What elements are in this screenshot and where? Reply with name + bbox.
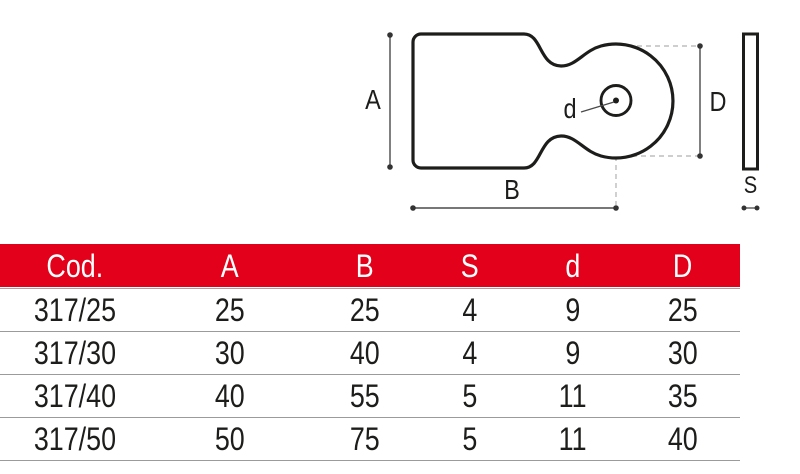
value-S: 5 <box>462 378 478 414</box>
value-D: 40 <box>667 421 698 457</box>
leader-line-d <box>580 101 615 113</box>
value-B: 25 <box>350 292 380 328</box>
cell-d: 11 <box>520 423 625 455</box>
dimension-B: B <box>410 175 619 211</box>
table-row: 317/40 40 55 5 11 35 <box>0 375 740 418</box>
code-value: 317/30 <box>33 335 117 371</box>
header-cell-cod: Cod. <box>0 250 150 282</box>
value-S: 4 <box>462 292 478 328</box>
header-cell-B: B <box>310 250 420 282</box>
dim-dot <box>410 205 416 211</box>
cell-B: 55 <box>310 380 420 412</box>
value-d: 9 <box>565 292 580 328</box>
header-label: B <box>356 247 374 284</box>
part-side-view: S <box>741 32 760 211</box>
code-value: 317/40 <box>33 378 117 414</box>
header-cell-A: A <box>150 250 310 282</box>
cell-B: 40 <box>310 337 420 369</box>
dim-dot <box>741 205 747 211</box>
dim-label-B: B <box>504 175 520 205</box>
header-cell-D: D <box>625 250 740 282</box>
cell-cod: 317/30 <box>0 337 150 369</box>
value-A: 40 <box>215 378 245 414</box>
part-front-view <box>411 32 675 170</box>
value-d: 11 <box>558 378 587 414</box>
cell-B: 75 <box>310 423 420 455</box>
dimension-d: d <box>563 94 615 124</box>
dim-label-S: S <box>744 171 757 198</box>
cell-B: 25 <box>310 294 420 326</box>
dim-dot <box>613 205 619 211</box>
dim-dot <box>387 164 393 170</box>
dim-dot <box>697 153 703 159</box>
cell-cod: 317/25 <box>0 294 150 326</box>
cell-A: 50 <box>150 423 310 455</box>
value-d: 9 <box>565 335 580 371</box>
cell-D: 40 <box>625 423 740 455</box>
cell-d: 11 <box>520 380 625 412</box>
dim-dot <box>697 43 703 49</box>
value-S: 4 <box>462 335 478 371</box>
cell-S: 5 <box>420 423 520 455</box>
header-label: d <box>565 247 580 284</box>
dim-label-D: D <box>710 87 727 117</box>
value-A: 50 <box>215 421 245 457</box>
header-label: D <box>672 247 693 284</box>
cell-S: 4 <box>420 337 520 369</box>
header-label: S <box>461 247 479 284</box>
dimension-A: A <box>365 32 393 170</box>
dim-label-A: A <box>365 85 381 115</box>
cell-d: 9 <box>520 337 625 369</box>
cell-cod: 317/40 <box>0 380 150 412</box>
header-label: Cod. <box>46 247 104 284</box>
cell-d: 9 <box>520 294 625 326</box>
dashed-projection-lines <box>615 45 701 205</box>
side-view-outline <box>742 32 759 171</box>
value-D: 35 <box>667 378 698 414</box>
technical-drawing: A B D d S <box>365 32 760 211</box>
value-D: 30 <box>667 335 698 371</box>
dim-dot <box>387 32 393 38</box>
part-outline <box>411 32 675 170</box>
cell-A: 25 <box>150 294 310 326</box>
table-row: 317/30 30 40 4 9 30 <box>0 332 740 375</box>
value-A: 25 <box>215 292 245 328</box>
cell-S: 5 <box>420 380 520 412</box>
header-cell-d: d <box>520 250 625 282</box>
value-A: 30 <box>215 335 245 371</box>
cell-A: 40 <box>150 380 310 412</box>
value-D: 25 <box>667 292 698 328</box>
header-label: A <box>221 247 239 284</box>
hole-center-dot <box>613 97 619 104</box>
cell-D: 30 <box>625 337 740 369</box>
table-body: 317/25 25 25 4 9 25 317/30 30 40 4 9 30 … <box>0 288 740 461</box>
dim-label-d: d <box>563 94 576 124</box>
cell-D: 25 <box>625 294 740 326</box>
value-B: 40 <box>350 335 380 371</box>
table-row: 317/25 25 25 4 9 25 <box>0 289 740 332</box>
cell-D: 35 <box>625 380 740 412</box>
value-d: 11 <box>558 421 587 457</box>
table-row: 317/50 50 75 5 11 40 <box>0 418 740 461</box>
value-S: 5 <box>462 421 478 457</box>
cell-cod: 317/50 <box>0 423 150 455</box>
table-header-row: Cod. A B S d D <box>0 244 740 287</box>
value-B: 55 <box>350 378 380 414</box>
value-B: 75 <box>350 421 380 457</box>
cell-S: 4 <box>420 294 520 326</box>
dim-dot <box>754 205 760 211</box>
code-value: 317/50 <box>33 421 117 457</box>
dimension-D: D <box>697 43 726 159</box>
header-cell-S: S <box>420 250 520 282</box>
code-value: 317/25 <box>33 292 117 328</box>
cell-A: 30 <box>150 337 310 369</box>
